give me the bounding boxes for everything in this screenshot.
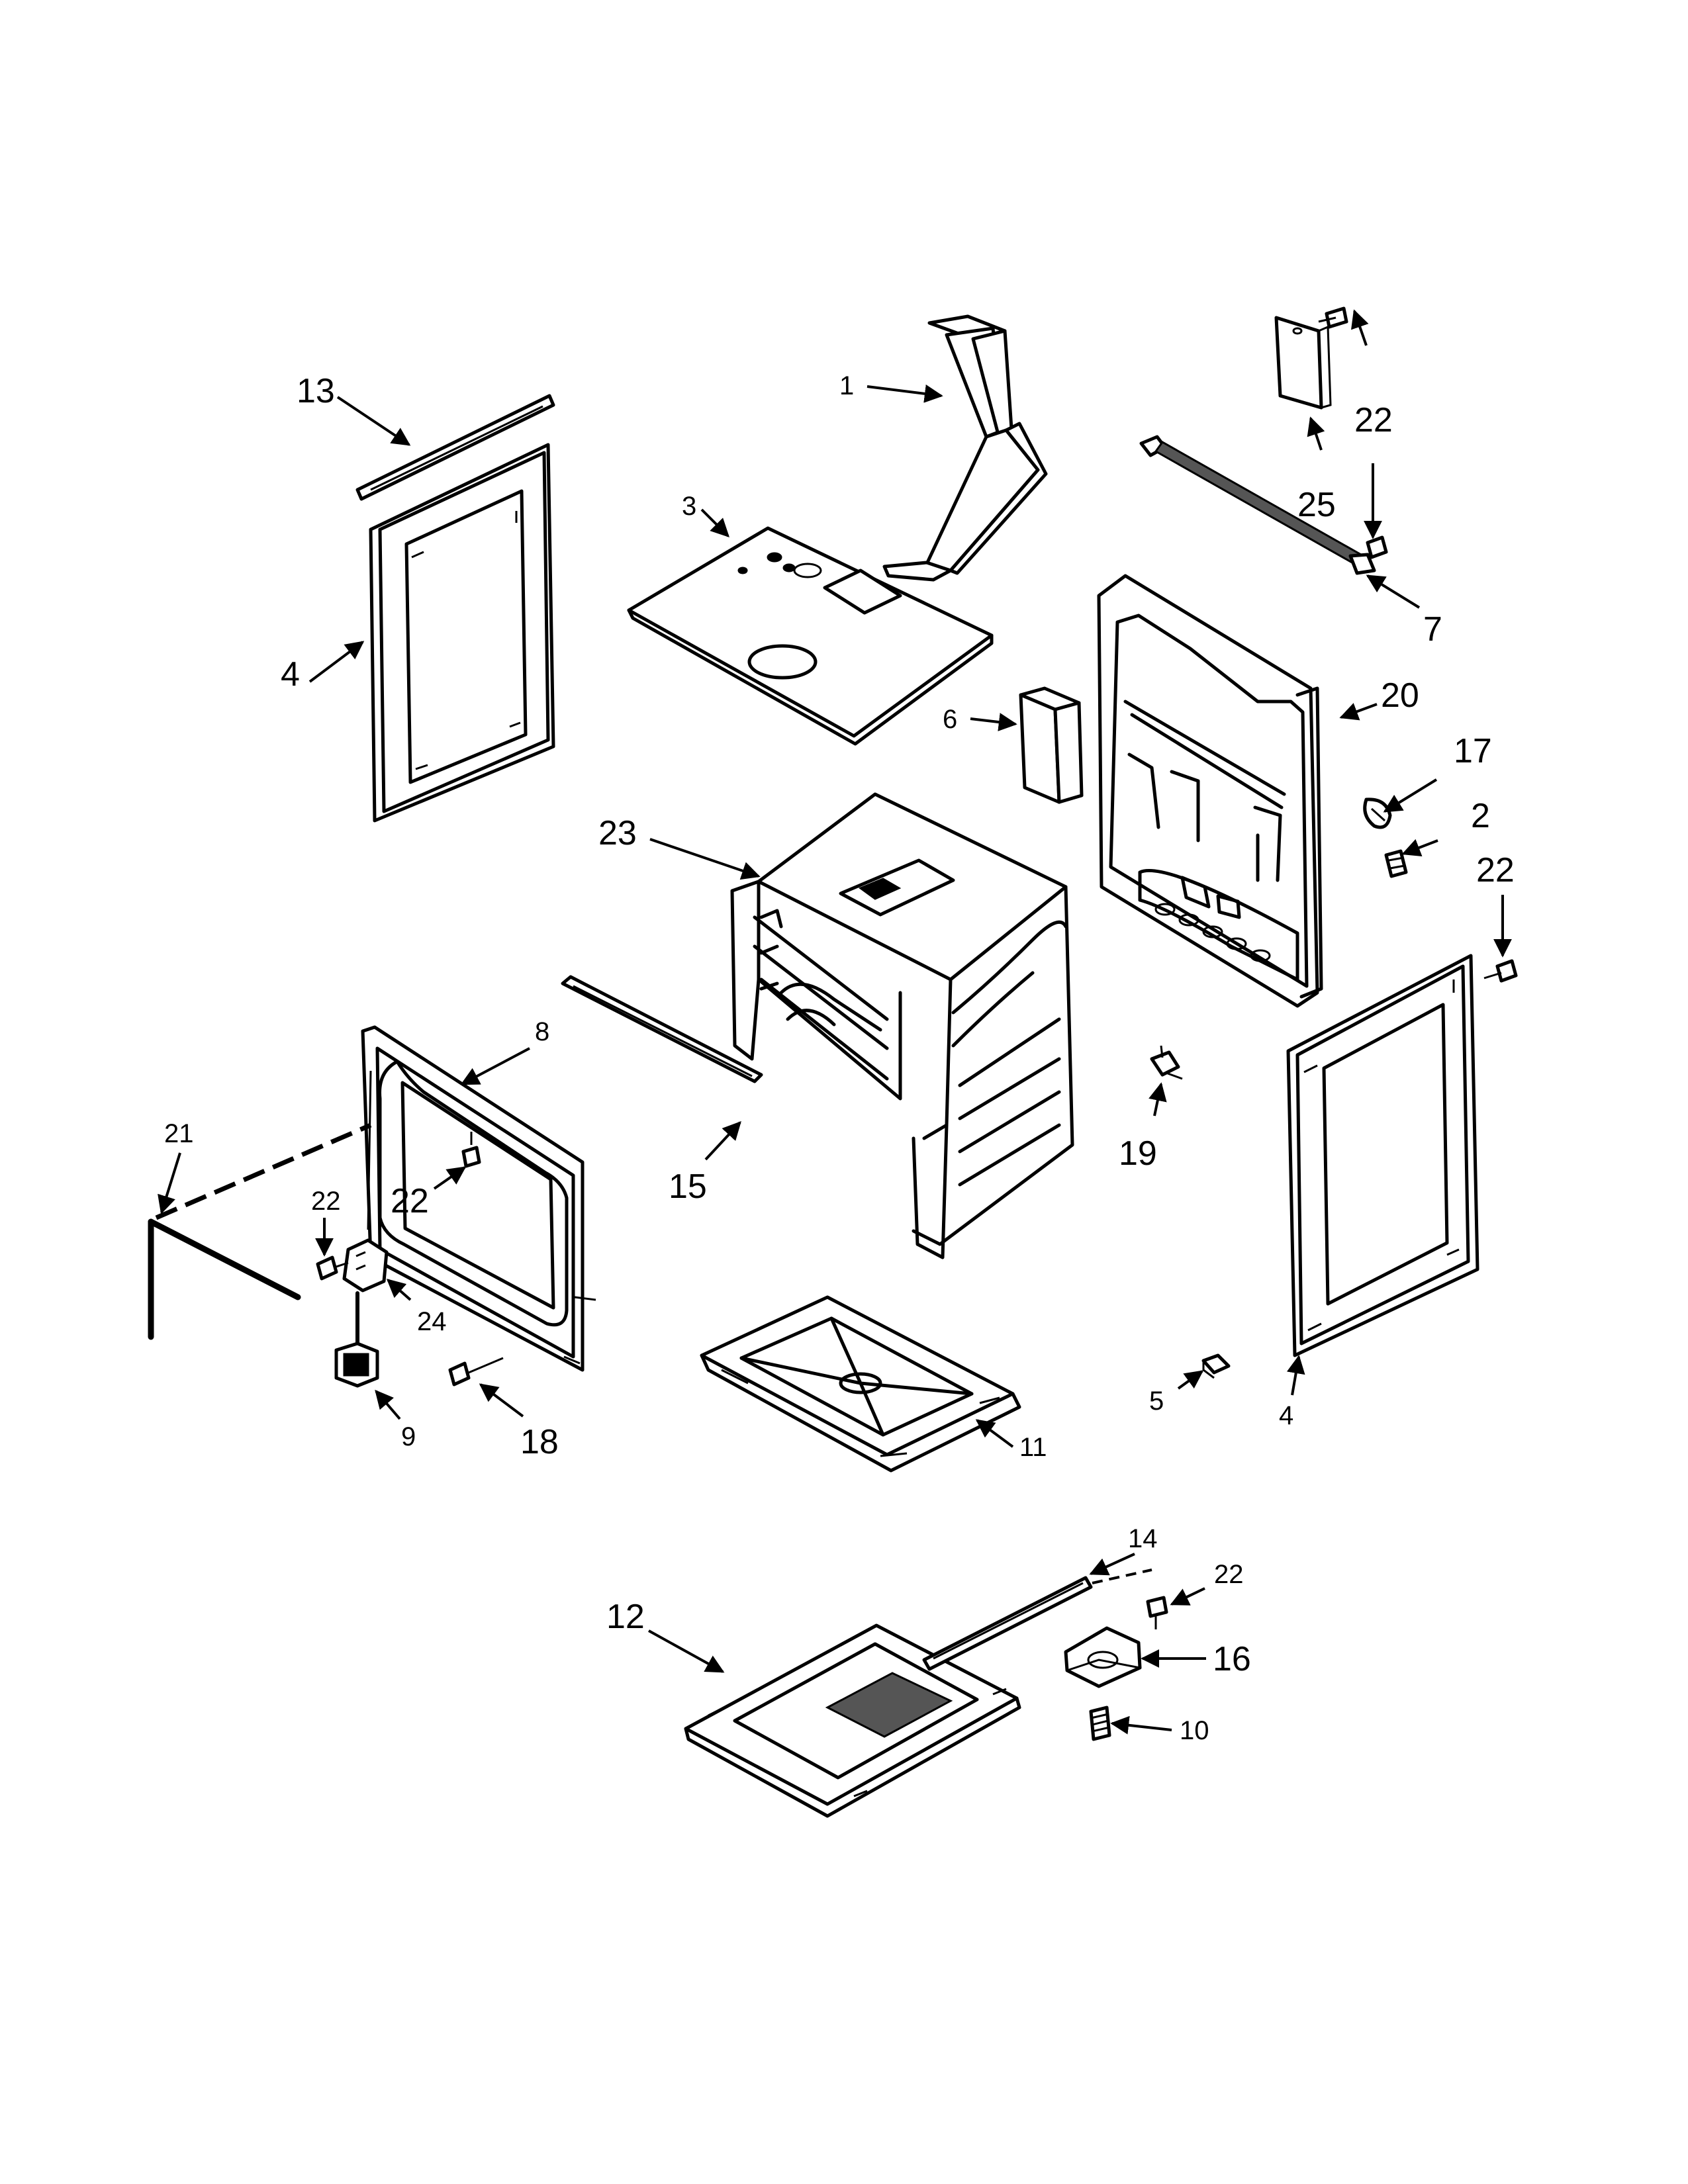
callout-6: 6 xyxy=(943,705,957,734)
part-6-insulation-block xyxy=(1019,686,1084,804)
part-10-leveler xyxy=(1089,1706,1111,1741)
callout-labels: 13 4 1 3 6 22 25 7 20 17 2 22 23 8 15 19… xyxy=(164,371,1515,1745)
part-4-right-side-panel xyxy=(1286,954,1479,1357)
part-22-screw-left xyxy=(316,1255,349,1281)
part-3-top-plate xyxy=(627,526,994,746)
part-17-clip xyxy=(1363,797,1392,829)
part-22-screw-frame xyxy=(461,1132,481,1168)
callout-21: 21 xyxy=(164,1119,194,1148)
part-4-left-side-panel xyxy=(369,443,555,823)
callout-12: 12 xyxy=(606,1598,645,1636)
callout-25: 25 xyxy=(1297,486,1336,524)
part-16-leg-bracket xyxy=(1064,1626,1142,1688)
part-12-bottom-pan xyxy=(684,1623,1021,1818)
part-9-leveling-leg xyxy=(334,1291,379,1388)
part-25-bracket xyxy=(1274,316,1332,410)
part-14-rail xyxy=(922,1569,1152,1671)
part-13-top-trim xyxy=(355,394,555,501)
callout-22-frame: 22 xyxy=(391,1182,429,1220)
callout-23: 23 xyxy=(598,814,637,852)
part-19-clip xyxy=(1150,1045,1183,1080)
callout-10: 10 xyxy=(1180,1716,1209,1745)
callout-7: 7 xyxy=(1423,610,1442,649)
callout-24: 24 xyxy=(417,1307,447,1336)
callout-5: 5 xyxy=(1149,1387,1164,1416)
callout-22-right: 22 xyxy=(1476,851,1515,889)
callout-16: 16 xyxy=(1213,1640,1251,1678)
callout-17: 17 xyxy=(1454,732,1492,770)
callout-19: 19 xyxy=(1119,1134,1157,1173)
part-2-clip xyxy=(1384,849,1408,878)
part-23-oven-cavity xyxy=(730,792,1074,1259)
callout-4-left: 4 xyxy=(281,655,300,694)
callout-22-top: 22 xyxy=(1354,401,1393,439)
callout-22-left: 22 xyxy=(311,1187,341,1216)
part-22-screw-strap xyxy=(1366,535,1388,559)
part-8-front-frame xyxy=(361,1025,596,1372)
callout-3: 3 xyxy=(682,492,696,521)
callout-18: 18 xyxy=(520,1423,559,1461)
callout-22-bottom: 22 xyxy=(1214,1560,1244,1589)
callout-13: 13 xyxy=(297,372,335,410)
callout-1: 1 xyxy=(839,371,854,400)
part-24-hinge-bracket xyxy=(342,1238,389,1293)
callout-9: 9 xyxy=(401,1422,416,1451)
callout-4-right: 4 xyxy=(1279,1401,1293,1430)
part-18-screw xyxy=(448,1357,504,1387)
part-11-bottom-tray xyxy=(700,1295,1021,1473)
callout-14: 14 xyxy=(1128,1524,1158,1553)
callout-8: 8 xyxy=(535,1017,549,1046)
part-22-screw-bottom xyxy=(1146,1596,1168,1629)
part-1-vent-duct xyxy=(882,314,1048,582)
part-22-screw-right xyxy=(1483,959,1518,983)
part-7-strap xyxy=(1139,435,1376,575)
part-15-front-strip xyxy=(561,975,763,1083)
part-5-clip xyxy=(1201,1353,1231,1379)
part-22-screw-top xyxy=(1318,306,1348,329)
leader-lines xyxy=(158,309,1512,1735)
callout-11: 11 xyxy=(1019,1433,1047,1462)
part-21-gasket xyxy=(148,1122,372,1340)
callout-15: 15 xyxy=(669,1167,707,1206)
callout-2: 2 xyxy=(1471,797,1490,835)
part-20-rear-panel xyxy=(1097,574,1323,1008)
callout-20: 20 xyxy=(1381,676,1419,715)
